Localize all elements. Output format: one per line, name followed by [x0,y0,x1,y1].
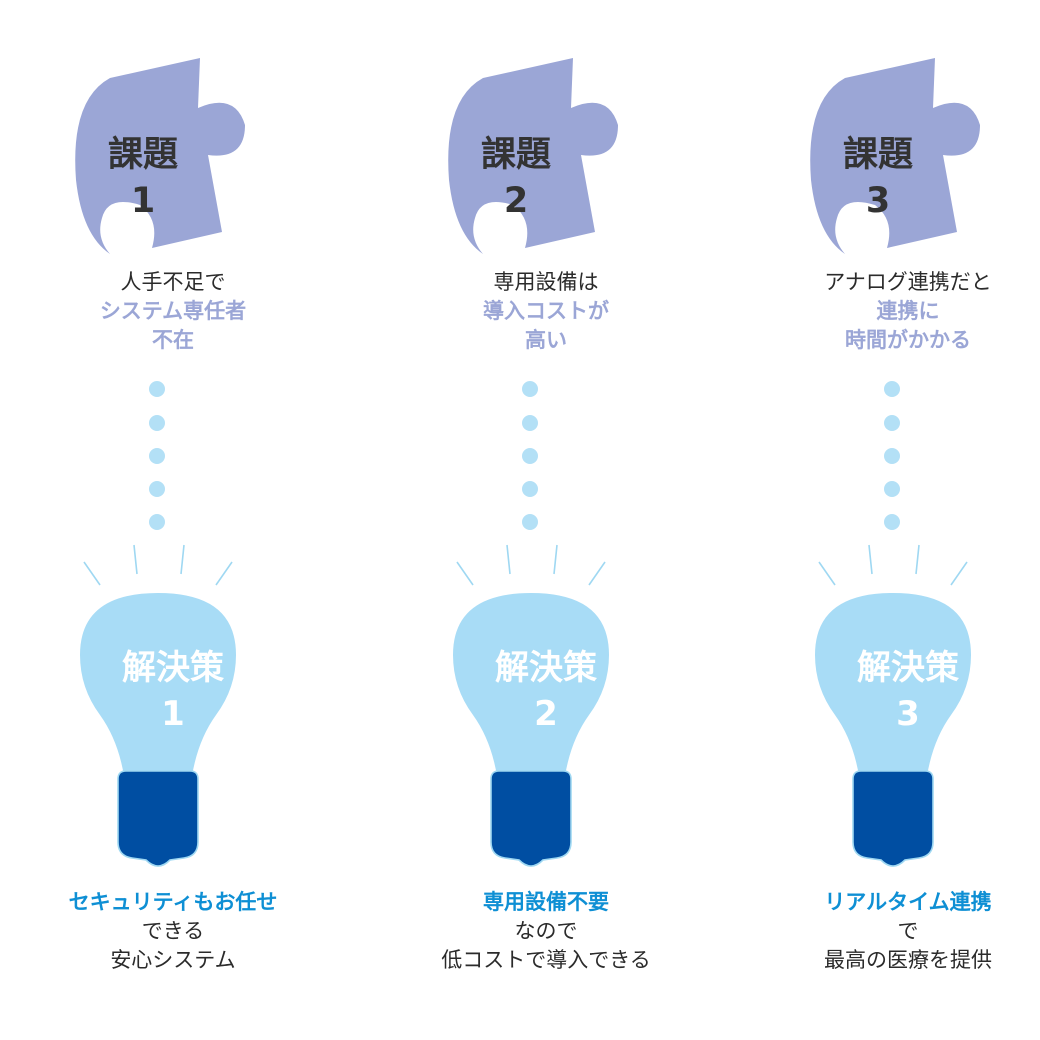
light-rays [456,544,606,586]
column-3: 課題 3 アナログ連携だと 連携に 時間がかかる 解決策 3 リアルタイム連携 … [735,0,1040,1040]
solution-highlight: 専用設備不要 [483,890,609,914]
solution-description-3: リアルタイム連携 で 最高の医療を提供 [748,888,1040,975]
problem-highlight-line-1: システム専任者 [99,299,247,323]
lightbulb-icon [80,593,236,867]
problem-lead: 専用設備は [493,270,599,294]
solution-description-2: 専用設備不要 なので 低コストで導入できる [386,888,706,975]
problem-description-2: 専用設備は 導入コストが 高い [396,268,696,355]
problem-badge-2: 課題 2 [446,132,586,224]
solution-label: 解決策 [495,648,597,688]
solution-line-2: 最高の医療を提供 [824,948,992,972]
problem-highlight-line-1: 連携に [876,299,940,323]
puzzle-piece-icon [75,58,245,254]
problem-badge-1: 課題 1 [73,132,213,224]
solution-line-1: なので [514,919,578,943]
solution-line-2: 低コストで導入できる [441,948,651,972]
dotted-connector [522,381,538,530]
dotted-connector [149,381,165,530]
solution-badge-2: 解決策 2 [456,645,636,737]
solution-badge-1: 解決策 1 [83,645,263,737]
solution-highlight: リアルタイム連携 [824,890,992,914]
solution-number: 1 [161,694,185,734]
light-rays [83,544,233,586]
problem-label: 課題 [107,135,178,175]
problem-highlight-line-2: 高い [525,328,567,352]
column-1-art [75,58,245,867]
solution-label: 解決策 [857,648,959,688]
solution-badge-3: 解決策 3 [818,645,998,737]
problem-lead: 人手不足で [120,270,226,294]
lightbulb-icon [453,593,609,867]
problem-number: 3 [865,181,891,221]
column-3-art [810,58,980,867]
column-2-art [448,58,618,867]
problem-description-1: 人手不足で システム専任者 不在 [23,268,323,355]
puzzle-piece-icon [448,58,618,254]
puzzle-piece-icon [810,58,980,254]
lightbulb-icon [815,593,971,867]
solution-number: 2 [534,694,558,734]
problem-description-3: アナログ連携だと 連携に 時間がかかる [758,268,1040,355]
problem-lead: アナログ連携だと [824,270,992,294]
solution-line-1: できる [141,919,205,943]
problem-number: 2 [503,181,529,221]
solution-line-2: 安心システム [110,948,236,972]
light-rays [818,544,968,586]
solution-number: 3 [896,694,920,734]
problem-number: 1 [130,181,156,221]
column-1: 課題 1 人手不足で システム専任者 不在 解決策 1 セキュリティもお任せ で… [0,0,346,1040]
problem-highlight-line-2: 時間がかかる [845,328,971,352]
column-2: 課題 2 専用設備は 導入コストが 高い 解決策 2 専用設備不要 なので 低コ… [373,0,719,1040]
problem-label: 課題 [842,135,913,175]
solution-description-1: セキュリティもお任せ できる 安心システム [13,888,333,975]
problem-label: 課題 [480,135,551,175]
solution-line-1: で [897,919,919,943]
dotted-connector [884,381,900,530]
problem-highlight-line-1: 導入コストが [483,299,609,323]
solution-label: 解決策 [122,648,224,688]
solution-highlight: セキュリティもお任せ [68,890,278,914]
problem-badge-3: 課題 3 [808,132,948,224]
problem-highlight-line-2: 不在 [152,328,194,352]
